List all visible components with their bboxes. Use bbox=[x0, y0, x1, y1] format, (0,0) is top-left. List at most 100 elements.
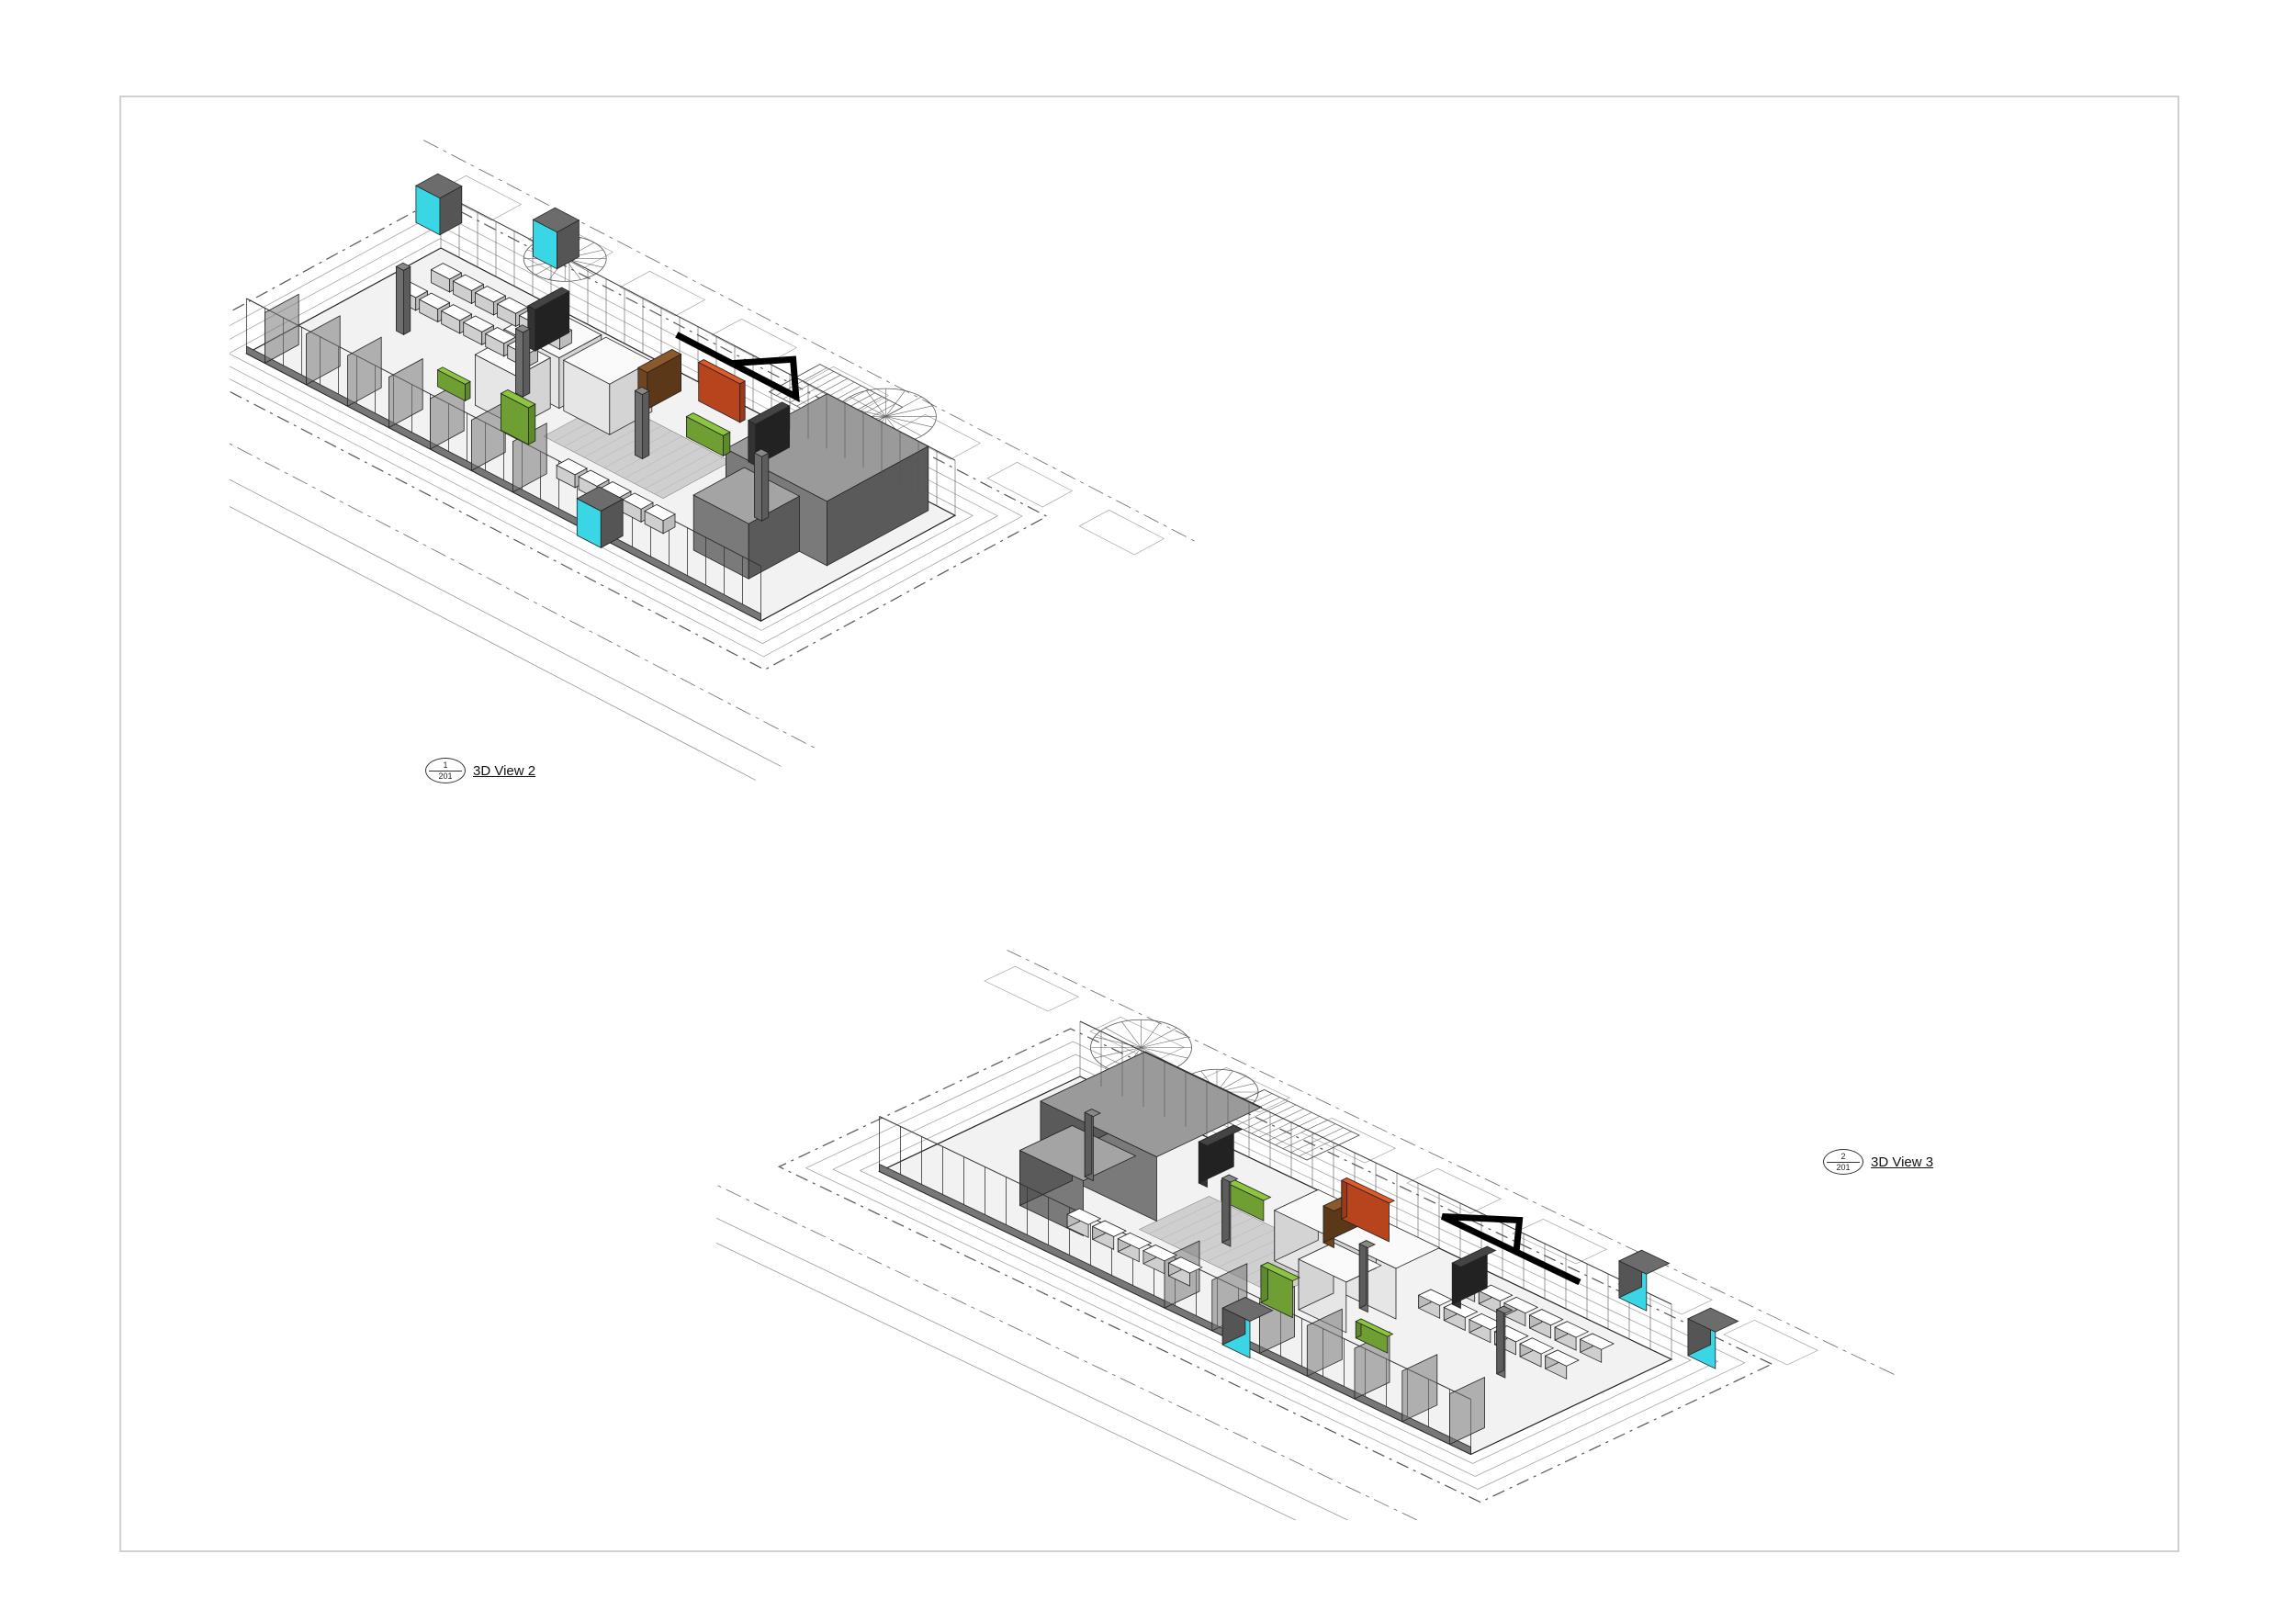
locker-wall-top bbox=[697, 359, 747, 385]
tree-spoke bbox=[1141, 1021, 1161, 1048]
carpet-pattern bbox=[1207, 1228, 1277, 1262]
tree-spoke bbox=[1094, 1036, 1142, 1048]
tree-spoke bbox=[1141, 1027, 1177, 1048]
tree-spoke bbox=[885, 405, 933, 417]
column-top bbox=[514, 324, 531, 333]
meeting-room-top bbox=[562, 336, 653, 385]
carpet-pattern bbox=[1160, 1206, 1231, 1240]
office-partition bbox=[1449, 1376, 1485, 1446]
green-planter-side bbox=[723, 431, 731, 457]
workstation-desk-top bbox=[462, 315, 495, 332]
stair-tread bbox=[1266, 1116, 1321, 1142]
green-partition-side bbox=[527, 403, 536, 445]
stair-tread bbox=[1243, 1104, 1297, 1131]
column-side bbox=[402, 265, 411, 336]
bubble-divider bbox=[429, 771, 462, 772]
carpet-pattern bbox=[654, 456, 723, 495]
workstation-desk-top bbox=[1091, 1220, 1127, 1237]
glazing-head bbox=[1079, 1020, 1672, 1305]
phone-booth-pod-top bbox=[1617, 1249, 1671, 1275]
column-side bbox=[641, 389, 650, 460]
locker-wall-top bbox=[1340, 1177, 1396, 1204]
stair-tread bbox=[796, 377, 848, 407]
column-side bbox=[1496, 1305, 1504, 1375]
3d-view-2-viewport[interactable] bbox=[230, 138, 1290, 804]
column-side bbox=[634, 389, 643, 460]
workstation-desk-top bbox=[474, 286, 507, 303]
view-number: 1 bbox=[443, 760, 448, 770]
view-reference-bubble: 2 201 bbox=[1823, 1149, 1863, 1175]
workstation-desk-top bbox=[1066, 1208, 1102, 1225]
column-side bbox=[1358, 1239, 1367, 1309]
column-side bbox=[514, 328, 523, 398]
column-top bbox=[1221, 1174, 1239, 1183]
workstation-desk-top bbox=[556, 458, 588, 476]
green-planter-side bbox=[465, 380, 471, 402]
site-boundary-line bbox=[777, 1028, 1773, 1504]
workstation-desk-top bbox=[484, 327, 517, 344]
workstation-desk-top bbox=[1519, 1337, 1555, 1355]
context-outline bbox=[1723, 1319, 1818, 1366]
column-side bbox=[761, 452, 770, 522]
road-line bbox=[230, 506, 756, 781]
bubble-divider bbox=[1827, 1162, 1860, 1163]
column-top bbox=[395, 262, 411, 271]
phone-booth-pod-top bbox=[576, 486, 625, 512]
workstation-desk-top bbox=[1117, 1232, 1153, 1250]
isometric-floor-plan-2 bbox=[716, 950, 1895, 1520]
3d-view-3-viewport[interactable] bbox=[716, 845, 2039, 1520]
road-line bbox=[230, 479, 782, 767]
office-partition bbox=[306, 315, 341, 386]
view-tag-1: 1 201 3D View 2 bbox=[425, 758, 535, 783]
tree-spoke bbox=[885, 416, 933, 428]
stair-tread bbox=[1290, 1127, 1344, 1154]
office-partition bbox=[1401, 1354, 1438, 1423]
workstation-desk-top bbox=[1503, 1296, 1539, 1314]
workstation-desk-top bbox=[1554, 1321, 1590, 1338]
view-title[interactable]: 3D View 3 bbox=[1871, 1154, 1934, 1170]
glazing-head bbox=[440, 192, 956, 461]
context-outline bbox=[1617, 1268, 1713, 1315]
workstation-desk-top bbox=[452, 274, 485, 291]
context-outline bbox=[1512, 1218, 1607, 1265]
context-outline bbox=[1089, 1016, 1185, 1063]
carpet-pattern bbox=[624, 441, 692, 479]
context-outline bbox=[984, 965, 1079, 1012]
workstation-desk-top bbox=[1579, 1333, 1615, 1350]
context-outline bbox=[1406, 1167, 1502, 1214]
carpet-pattern bbox=[644, 452, 713, 490]
stair-tread bbox=[1259, 1111, 1312, 1138]
tree-spoke bbox=[885, 390, 906, 417]
grid-line bbox=[716, 1184, 1418, 1520]
column-top bbox=[753, 448, 770, 457]
site-boundary-line bbox=[805, 1041, 1746, 1490]
green-planter-top bbox=[1355, 1318, 1394, 1337]
context-outline bbox=[619, 270, 706, 317]
site-boundary-line bbox=[859, 1066, 1692, 1464]
view-reference-bubble: 1 201 bbox=[425, 758, 466, 783]
workstation-desk-top bbox=[430, 263, 463, 280]
workstation-desk-top bbox=[578, 469, 610, 487]
dark-shelving-top bbox=[1198, 1124, 1244, 1146]
workstation-desk-top bbox=[1528, 1309, 1564, 1326]
green-planter-top bbox=[1220, 1177, 1272, 1201]
context-outline bbox=[1078, 509, 1165, 556]
carpet-pattern bbox=[593, 425, 662, 463]
carpet-pattern bbox=[634, 446, 703, 484]
tree-spoke bbox=[885, 416, 922, 437]
tree-spoke bbox=[850, 396, 886, 417]
workstation-desk-top bbox=[1544, 1349, 1580, 1367]
office-partition bbox=[388, 357, 423, 429]
tree-spoke bbox=[1121, 1021, 1142, 1048]
column-top bbox=[1495, 1305, 1514, 1314]
column-side bbox=[754, 452, 762, 522]
workstation-desk-top bbox=[1167, 1256, 1203, 1274]
view-title[interactable]: 3D View 2 bbox=[473, 762, 536, 779]
carpet-pattern bbox=[1148, 1200, 1219, 1234]
green-planter-top bbox=[436, 366, 471, 385]
locker-wall-side bbox=[1341, 1177, 1347, 1220]
workstation-desk-top bbox=[1417, 1289, 1453, 1306]
tree-spoke bbox=[1094, 1047, 1142, 1059]
office-partition bbox=[1306, 1308, 1343, 1377]
workstation-desk-top bbox=[644, 503, 676, 522]
